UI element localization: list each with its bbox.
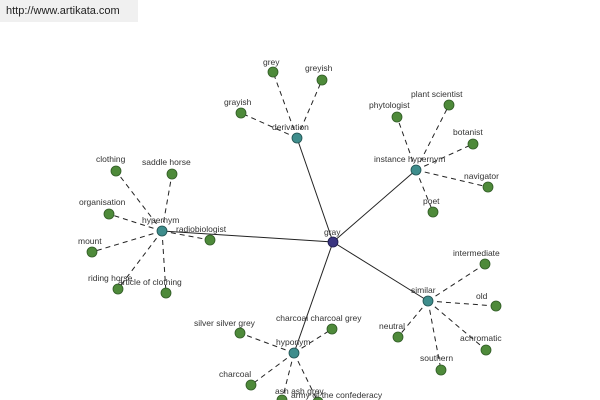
label-grey: grey [263,57,280,67]
edge-hyponym-army-of-the-confederacy [293,352,318,400]
label-mount: mount [78,236,102,246]
node-old[interactable] [490,300,502,312]
node-mount[interactable] [86,246,98,258]
node-botanist[interactable] [467,138,479,150]
label-achromatic: achromatic [460,333,502,343]
edge-hyponym-silver-silver-grey [239,332,295,354]
edge-hypernym-saddle-horse [161,173,173,232]
edge-instance-hypernym-navigator [415,169,489,188]
node-phytologist[interactable] [391,111,403,123]
node-organisation[interactable] [103,208,115,220]
node-saddle-horse[interactable] [166,168,178,180]
label-gray-center: gray [324,227,341,237]
edge-gray-hypernym [161,230,334,243]
edge-hypernym-radiobiologist [161,230,211,241]
edge-hypernym-organisation [108,213,163,232]
edge-gray-instance-hypernym [332,169,417,243]
label-similar: similar [411,285,436,295]
label-phytologist: phytologist [369,100,410,110]
node-intermediate[interactable] [479,258,491,270]
edge-gray-hyponym [293,241,334,354]
node-instance-hypernym[interactable] [410,164,422,176]
node-navigator[interactable] [482,181,494,193]
edge-instance-hypernym-plant-scientist [415,104,450,171]
label-old: old [476,291,488,301]
edge-hypernym-riding-horse [117,230,163,290]
node-poet[interactable] [427,206,439,218]
node-plant-scientist[interactable] [443,99,455,111]
node-hypernym[interactable] [156,225,168,237]
node-neutral[interactable] [392,331,404,343]
node-charcoal[interactable] [245,379,257,391]
label-derivation: derivation [272,122,309,132]
edge-instance-hypernym-phytologist [396,116,417,171]
node-army-of-the-confederacy[interactable] [312,396,324,400]
node-riding-horse[interactable] [112,283,124,295]
node-greyish[interactable] [316,74,328,86]
edge-instance-hypernym-poet [415,169,434,213]
node-article-of-clothing[interactable] [160,287,172,299]
node-derivation[interactable] [291,132,303,144]
edge-similar-achromatic [427,300,487,351]
edge-derivation-grayish [240,112,298,139]
label-riding-horse: riding horse [88,273,133,283]
label-poet: poet [423,196,440,206]
label-hyponym: hyponym [276,337,311,347]
node-southern[interactable] [435,364,447,376]
edge-similar-neutral [397,300,429,338]
label-intermediate: intermediate [453,248,500,258]
edge-instance-hypernym-botanist [415,143,474,171]
label-hypernym: hypernym [142,215,179,225]
label-neutral: neutral [379,321,405,331]
label-charcoal-charcoal-grey: charcoal charcoal grey [276,313,362,323]
edge-hypernym-clothing [115,170,163,232]
label-organisation: organisation [79,197,126,207]
node-charcoal-charcoal-grey[interactable] [326,323,338,335]
label-saddle-horse: saddle horse [142,157,191,167]
label-southern: southern [420,353,453,363]
edge-derivation-grey [272,71,298,139]
node-similar[interactable] [422,295,434,307]
edge-hyponym-ash-ash-grey [281,352,295,400]
label-army-of-the-confederacy: army of the confederacy [291,390,383,400]
edge-similar-southern [427,300,442,371]
label-botanist: botanist [453,127,483,137]
edge-derivation-greyish [296,79,323,139]
label-article-of-clothing: article of clothing [118,277,182,287]
node-grey[interactable] [267,66,279,78]
label-radiobiologist: radiobiologist [176,224,227,234]
node-ash-ash-grey[interactable] [276,394,288,400]
label-plant-scientist: plant scientist [411,89,463,99]
label-navigator: navigator [464,171,499,181]
label-greyish: greyish [305,63,333,73]
node-hyponym[interactable] [288,347,300,359]
node-clothing[interactable] [110,165,122,177]
label-charcoal: charcoal [219,369,251,379]
label-instance-hypernym: instance hypernym [374,154,445,164]
edge-gray-similar [332,241,429,302]
node-gray-center[interactable] [327,236,339,248]
edge-similar-old [427,300,497,307]
source-url[interactable]: http://www.artikata.com [0,0,138,22]
label-clothing: clothing [96,154,126,164]
edge-similar-intermediate [427,263,486,302]
node-grayish[interactable] [235,107,247,119]
label-ash-ash-grey: ash ash grey [275,386,324,396]
node-achromatic[interactable] [480,344,492,356]
node-silver-silver-grey[interactable] [234,327,246,339]
edge-hypernym-mount [91,230,163,253]
label-grayish: grayish [224,97,252,107]
edge-hypernym-article-of-clothing [161,230,167,294]
edge-gray-derivation [296,137,334,243]
node-radiobiologist[interactable] [204,234,216,246]
label-silver-silver-grey: silver silver grey [194,318,256,328]
edge-hyponym-charcoal-charcoal-grey [293,328,333,354]
